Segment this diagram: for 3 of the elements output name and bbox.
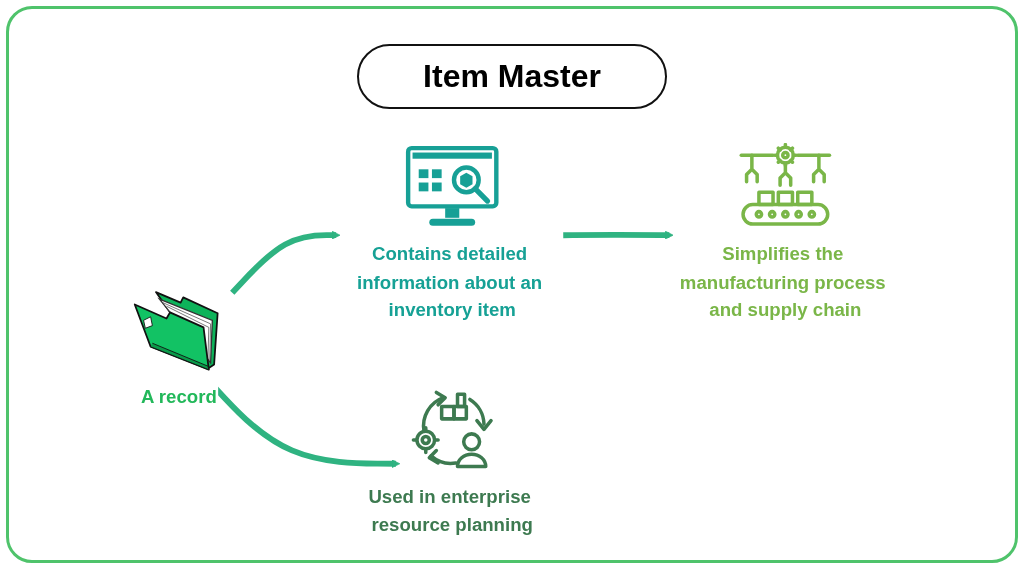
arrow (563, 230, 674, 240)
arrow (230, 230, 341, 295)
title: Item Master (357, 44, 667, 109)
